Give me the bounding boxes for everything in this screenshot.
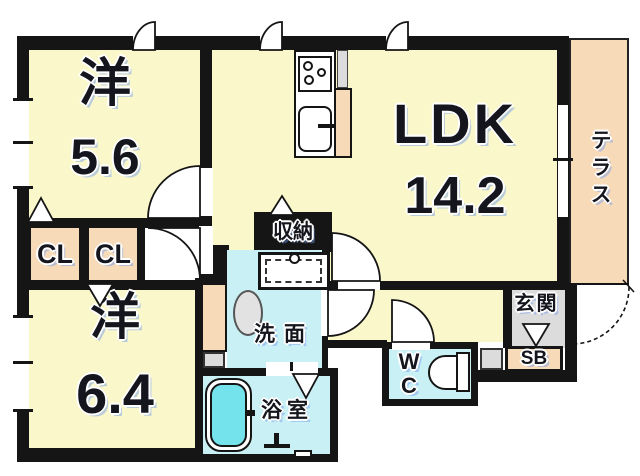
bathtub-faucet	[246, 410, 255, 416]
wc-door-gap	[392, 342, 430, 350]
west56-kanji: 洋	[78, 55, 131, 113]
wall-entrance-left	[503, 283, 512, 348]
washroom-door-gap	[321, 290, 328, 336]
wall-top	[17, 36, 569, 50]
ldk-area: 14.2	[404, 167, 506, 225]
toilet-tank	[456, 352, 470, 392]
terrace-label: テラス	[588, 128, 611, 210]
top-door-gap-1	[133, 36, 155, 50]
closet-cl2-label: CL	[95, 239, 131, 269]
room56-door-gap-lower	[199, 226, 213, 274]
shower-mixer-icon	[264, 444, 290, 448]
bathroom-label: 浴室	[261, 399, 313, 422]
door-arc-room56-lower	[147, 227, 201, 281]
sink-faucet	[318, 124, 334, 128]
bathtub-water	[210, 383, 247, 447]
wall-hall-bottom	[327, 340, 387, 348]
window-west56-ticks	[13, 98, 33, 101]
washroom-wall-stub	[201, 283, 227, 352]
stove-burner-3	[304, 75, 314, 85]
kitchen-sink	[298, 106, 332, 152]
kitchen-wall-stub	[334, 88, 352, 158]
hallway-floor	[328, 290, 503, 342]
bath-door-notch	[290, 362, 293, 371]
storage-label: 収納	[273, 221, 313, 243]
stove-burner-2	[317, 68, 326, 77]
washer-faucet-icon	[289, 253, 300, 264]
stove-burner-1	[303, 61, 313, 71]
wc-label-c: C	[401, 373, 417, 398]
entrance-gray-square	[480, 348, 503, 370]
window-west56-tick-mid	[13, 141, 33, 144]
window-west64-tick-mid	[13, 361, 33, 364]
closet-cl1-label: CL	[37, 239, 73, 269]
shower-mixer-stem	[274, 433, 279, 444]
storage-box	[254, 212, 332, 252]
west64-area: 6.4	[76, 362, 154, 425]
west-room-6-4-floor	[29, 290, 195, 448]
washroom-sink-icon	[233, 290, 263, 336]
wall-bottom-right	[478, 370, 577, 382]
wall-56-cl	[17, 218, 212, 228]
entrance-label: 玄関	[514, 293, 559, 315]
window-terrace-tick-mid	[553, 158, 573, 161]
wc-label-w: W	[398, 349, 420, 374]
ldk-door-gap	[338, 281, 380, 290]
kitchen-partition	[337, 50, 348, 88]
window-west56-tick-bot	[13, 186, 33, 189]
terrace-area	[569, 38, 629, 285]
window-west64-tick-bot	[13, 409, 33, 412]
window-terrace	[558, 105, 568, 217]
washroom-label: 洗面	[254, 323, 314, 346]
wall-ldk-bottom	[327, 281, 557, 290]
closet-cl2	[89, 228, 137, 280]
entry-door-arc	[571, 286, 630, 345]
washroom-gray-square	[203, 352, 225, 368]
top-door-gap-3	[386, 36, 408, 50]
window-west64-tick-top	[13, 315, 33, 318]
bath-drain-icon	[294, 450, 312, 458]
closet-cl1	[31, 228, 79, 280]
west64-kanji: 洋	[90, 289, 140, 345]
ldk-label: LDK	[392, 92, 518, 155]
west56-area: 5.6	[70, 129, 140, 185]
toilet-bowl-icon	[428, 355, 458, 390]
wall-right-entrance	[565, 283, 577, 382]
shoebox-label: SB	[520, 348, 548, 369]
room56-door-gap-upper	[199, 168, 213, 216]
stove-icon	[298, 56, 332, 92]
top-door-gap-2	[260, 36, 282, 50]
